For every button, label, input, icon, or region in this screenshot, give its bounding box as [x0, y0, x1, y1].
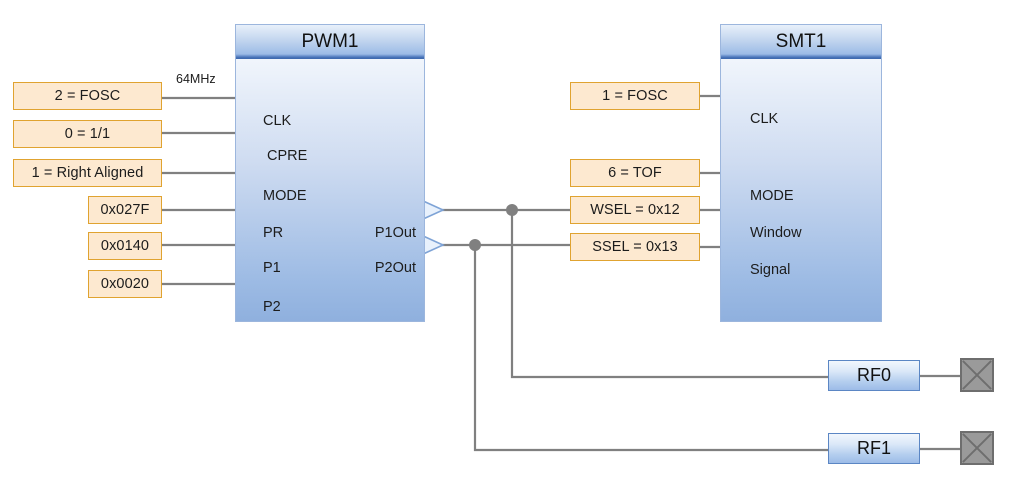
param-smt-clock-source[interactable]: 1 = FOSC — [570, 82, 700, 110]
param-pwm-clock-source[interactable]: 2 = FOSC — [13, 82, 162, 110]
param-label: WSEL = 0x12 — [590, 202, 680, 218]
rf0-label: RF0 — [856, 365, 891, 385]
pwm1-port-p1out: P1Out — [374, 225, 416, 241]
param-label: SSEL = 0x13 — [592, 239, 678, 255]
p2out-junction-dot — [469, 239, 481, 251]
param-label: 6 = TOF — [608, 165, 662, 181]
clock-frequency-annotation: 64MHz — [176, 72, 216, 86]
rf1-label: RF1 — [856, 438, 891, 458]
wire-p1out-to-rf0 — [510, 208, 830, 379]
smt1-block[interactable]: SMT1 CLK MODE Window Signal — [720, 24, 882, 322]
param-label: 2 = FOSC — [54, 88, 121, 104]
rf1-pin-square[interactable] — [960, 431, 994, 465]
param-smt-mode[interactable]: 6 = TOF — [570, 159, 700, 187]
param-label: 1 = Right Aligned — [31, 165, 144, 181]
junction-dots — [469, 204, 518, 251]
smt1-title: SMT1 — [721, 25, 881, 59]
pwm1-port-p1: P1 — [263, 260, 281, 276]
wire-p2out-to-rf1 — [473, 243, 830, 452]
rf1-box[interactable]: RF1 — [828, 433, 920, 464]
param-label: 0 = 1/1 — [64, 126, 111, 142]
pwm1-port-p2out: P2Out — [374, 260, 416, 276]
param-smt-ssel[interactable]: SSEL = 0x13 — [570, 233, 700, 261]
rf0-box[interactable]: RF0 — [828, 360, 920, 391]
pwm1-port-p2: P2 — [263, 299, 281, 315]
param-smt-wsel[interactable]: WSEL = 0x12 — [570, 196, 700, 224]
smt1-port-signal: Signal — [750, 262, 791, 278]
param-pwm-p2[interactable]: 0x0020 — [88, 270, 162, 298]
smt1-port-window: Window — [750, 225, 802, 241]
p1out-junction-dot — [506, 204, 518, 216]
param-pwm-mode[interactable]: 1 = Right Aligned — [13, 159, 162, 187]
param-label: 0x0140 — [100, 238, 150, 254]
pwm1-port-clk: CLK — [263, 113, 292, 129]
pwm1-port-mode: MODE — [263, 188, 307, 204]
pwm1-block[interactable]: PWM1 CLK CPRE MODE PR P1 P2 P1Out P2Out — [235, 24, 425, 322]
param-pwm-pr[interactable]: 0x027F — [88, 196, 162, 224]
pwm1-port-cpre: CPRE — [267, 148, 308, 164]
param-label: 0x027F — [100, 202, 150, 218]
param-label: 0x0020 — [100, 276, 150, 292]
rf0-pin-square[interactable] — [960, 358, 994, 392]
param-pwm-prescaler[interactable]: 0 = 1/1 — [13, 120, 162, 148]
param-pwm-p1[interactable]: 0x0140 — [88, 232, 162, 260]
pwm1-title: PWM1 — [236, 25, 424, 59]
param-label: 1 = FOSC — [602, 88, 668, 104]
smt1-port-mode: MODE — [750, 188, 794, 204]
smt1-port-clk: CLK — [750, 111, 779, 127]
cross-icon — [962, 433, 992, 463]
pwm1-port-pr: PR — [263, 225, 284, 241]
cross-icon — [962, 360, 992, 390]
